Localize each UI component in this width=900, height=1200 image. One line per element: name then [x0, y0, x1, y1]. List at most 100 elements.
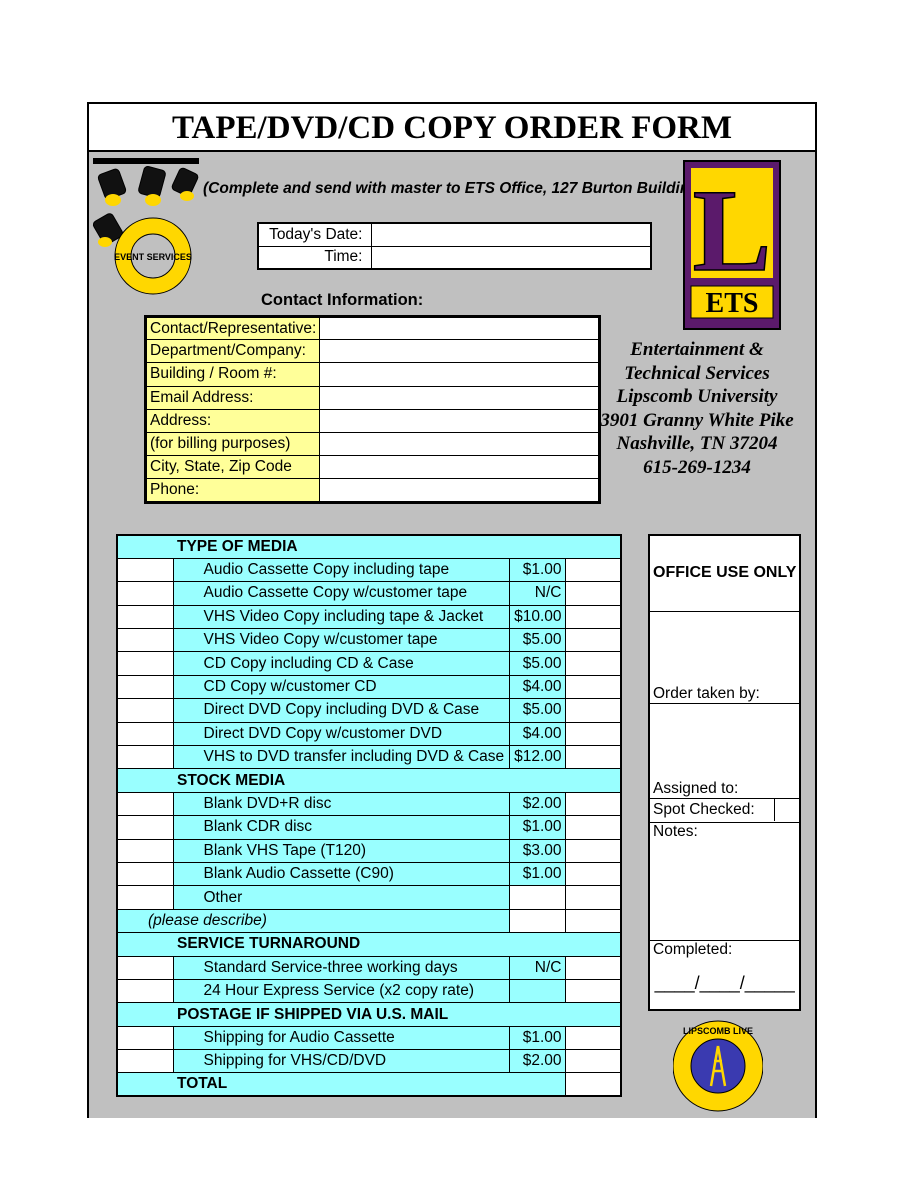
- order-form-sheet: TAPE/DVD/CD COPY ORDER FORM EVENT SERVIC…: [87, 102, 817, 1118]
- address-input[interactable]: [319, 408, 601, 433]
- phone-input[interactable]: [319, 478, 601, 503]
- amount-input[interactable]: [564, 604, 622, 630]
- amount-input[interactable]: [564, 955, 622, 980]
- contact-field-label: Phone:: [144, 478, 321, 503]
- qty-input[interactable]: [116, 885, 174, 910]
- postage-header: POSTAGE IF SHIPPED VIA U.S. MAIL: [116, 1002, 622, 1027]
- qty-input[interactable]: [116, 791, 174, 817]
- amount-input[interactable]: [564, 815, 622, 840]
- qty-input[interactable]: [116, 604, 174, 630]
- item-price: $1.00: [508, 1025, 566, 1051]
- ets-letter: L: [693, 165, 772, 296]
- city-state-zip-input[interactable]: [319, 455, 601, 480]
- item-label: VHS Video Copy including tape & Jacket: [172, 604, 510, 630]
- address-line: Entertainment &: [630, 339, 764, 360]
- qty-input[interactable]: [116, 721, 174, 747]
- email-input[interactable]: [319, 385, 601, 410]
- qty-input[interactable]: [116, 745, 174, 770]
- amount-input[interactable]: [564, 838, 622, 863]
- order-taken-field[interactable]: Order taken by:: [648, 610, 801, 704]
- item-price: $10.00: [508, 604, 566, 630]
- item-price: N/C: [508, 955, 566, 980]
- ets-logo: L ETS: [683, 160, 781, 330]
- other-price-input[interactable]: [508, 885, 566, 910]
- todays-date-input[interactable]: [370, 222, 652, 247]
- type-of-media-header: TYPE OF MEDIA: [116, 534, 622, 559]
- todays-date-label: Today's Date:: [257, 222, 372, 247]
- item-label: Audio Cassette Copy including tape: [172, 557, 510, 583]
- describe-input[interactable]: [508, 908, 566, 934]
- amount-input[interactable]: [564, 581, 622, 606]
- event-services-text: EVENT SERVICES: [114, 252, 192, 262]
- qty-input[interactable]: [116, 1025, 174, 1051]
- address-line: Technical Services: [624, 362, 770, 384]
- assigned-to-field[interactable]: Assigned to:: [648, 702, 801, 799]
- office-use-title: OFFICE USE ONLY: [648, 534, 801, 612]
- contact-field-label: Contact/Representative:: [144, 315, 321, 341]
- item-label: Blank Audio Cassette (C90): [172, 861, 510, 887]
- notes-field[interactable]: Notes:: [648, 821, 801, 941]
- item-price: $5.00: [508, 698, 566, 723]
- completed-field[interactable]: Completed: ____/____/_____: [648, 939, 801, 1011]
- contact-field-label: Department/Company:: [144, 339, 321, 364]
- amount-input[interactable]: [564, 674, 622, 700]
- qty-input[interactable]: [116, 628, 174, 653]
- amount-input[interactable]: [564, 628, 622, 653]
- amount-input[interactable]: [564, 791, 622, 817]
- contact-rep-input[interactable]: [319, 315, 601, 341]
- amount-input[interactable]: [564, 557, 622, 583]
- amount-input[interactable]: [564, 885, 622, 910]
- contact-field-label: (for billing purposes): [144, 431, 321, 457]
- office-use-table: OFFICE USE ONLY Order taken by: Assigned…: [648, 534, 802, 1011]
- qty-input[interactable]: [116, 861, 174, 887]
- address-line: Lipscomb University: [616, 386, 778, 407]
- qty-input[interactable]: [116, 674, 174, 700]
- amount-input[interactable]: [564, 745, 622, 770]
- assigned-to-label: Assigned to:: [653, 779, 739, 797]
- item-label: Blank CDR disc: [172, 815, 510, 840]
- item-label: VHS to DVD transfer including DVD & Case: [172, 745, 510, 770]
- item-price: $5.00: [508, 628, 566, 653]
- ets-address-block: Entertainment & Technical Services Lipsc…: [589, 338, 805, 479]
- service-turnaround-header: SERVICE TURNAROUND: [116, 932, 622, 957]
- contact-info-header: Contact Information:: [261, 291, 424, 309]
- date-time-table: Today's Date: Time:: [257, 222, 652, 270]
- time-input[interactable]: [370, 245, 652, 270]
- lipscomb-live-text: LIPSCOMB LIVE: [683, 1026, 753, 1036]
- stock-media-header: STOCK MEDIA: [116, 768, 622, 793]
- item-price: $1.00: [508, 815, 566, 840]
- qty-input[interactable]: [116, 651, 174, 676]
- amount-input[interactable]: [564, 1025, 622, 1051]
- building-room-input[interactable]: [319, 362, 601, 387]
- qty-input[interactable]: [116, 698, 174, 723]
- qty-input[interactable]: [116, 1049, 174, 1074]
- amount-input[interactable]: [564, 978, 622, 1004]
- amount-input[interactable]: [564, 861, 622, 887]
- item-label: Blank VHS Tape (T120): [172, 838, 510, 863]
- item-price: $3.00: [508, 838, 566, 863]
- amount-input[interactable]: [564, 651, 622, 676]
- amount-input[interactable]: [564, 1049, 622, 1074]
- qty-input[interactable]: [116, 978, 174, 1004]
- address-line: 615-269-1234: [643, 456, 751, 478]
- item-price: $1.00: [508, 557, 566, 583]
- item-label: VHS Video Copy w/customer tape: [172, 628, 510, 653]
- total-label: TOTAL: [116, 1072, 566, 1097]
- qty-input[interactable]: [116, 955, 174, 980]
- billing-address-input[interactable]: [319, 431, 601, 457]
- notes-label: Notes:: [653, 822, 698, 840]
- amount-input[interactable]: [564, 698, 622, 723]
- amount-input[interactable]: [564, 908, 622, 934]
- qty-input[interactable]: [116, 815, 174, 840]
- amount-input[interactable]: [564, 721, 622, 747]
- qty-input[interactable]: [116, 838, 174, 863]
- total-input[interactable]: [564, 1072, 622, 1097]
- qty-input[interactable]: [116, 581, 174, 606]
- qty-input[interactable]: [116, 557, 174, 583]
- spot-checked-box[interactable]: [774, 799, 799, 821]
- contact-field-label: City, State, Zip Code: [144, 455, 321, 480]
- department-input[interactable]: [319, 339, 601, 364]
- item-label: Audio Cassette Copy w/customer tape: [172, 581, 510, 606]
- spot-checked-row: Spot Checked:: [648, 797, 801, 823]
- item-price: $12.00: [508, 745, 566, 770]
